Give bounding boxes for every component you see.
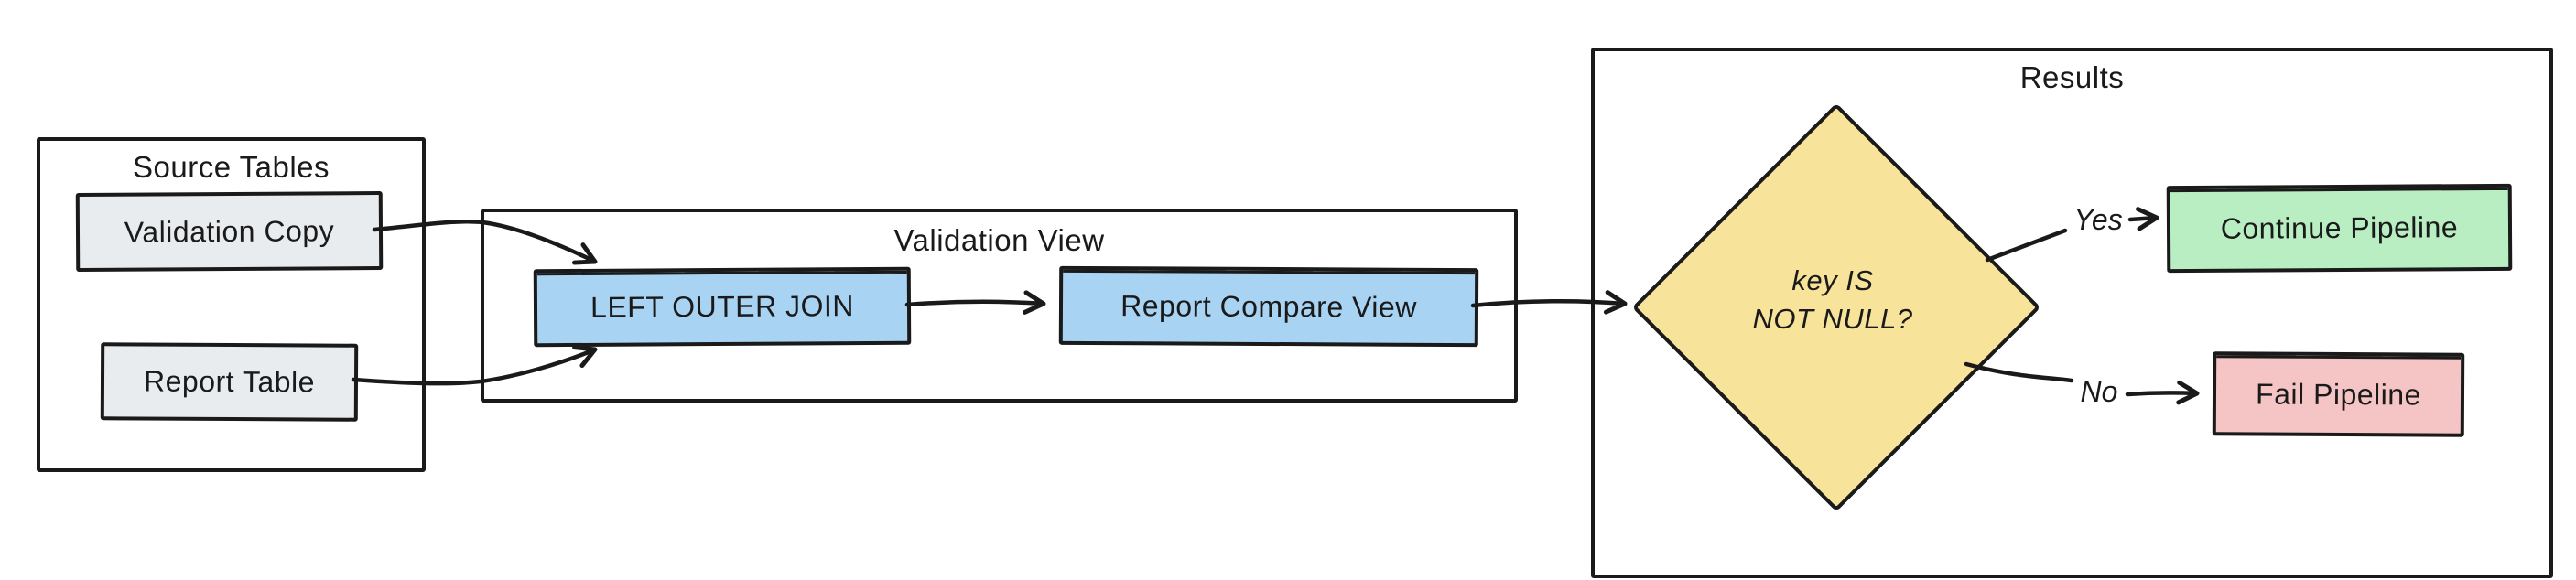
node-report-table-label: Report Table bbox=[143, 364, 316, 399]
node-decision-label: key IS NOT NULL? bbox=[1695, 262, 1970, 338]
node-validation-copy: Validation Copy bbox=[75, 190, 384, 273]
node-validation-copy-label: Validation Copy bbox=[124, 213, 335, 249]
group-source-tables: Source Tables bbox=[37, 137, 426, 472]
edge-label-no: No bbox=[2080, 375, 2118, 408]
node-fail-pipeline: Fail Pipeline bbox=[2212, 351, 2465, 437]
node-left-outer-join: LEFT OUTER JOIN bbox=[533, 266, 912, 348]
edge-label-yes: Yes bbox=[2073, 203, 2123, 236]
node-decision-label-line1: key IS bbox=[1791, 264, 1874, 296]
node-left-outer-join-label: LEFT OUTER JOIN bbox=[590, 289, 855, 324]
group-title-results: Results bbox=[2019, 60, 2125, 94]
group-validation-view: Validation View bbox=[481, 209, 1518, 403]
node-report-compare-view-label: Report Compare View bbox=[1120, 288, 1417, 324]
group-results: Results bbox=[1591, 48, 2553, 578]
group-title-source-tables: Source Tables bbox=[132, 150, 330, 184]
group-title-validation-view: Validation View bbox=[893, 223, 1105, 257]
node-continue-pipeline: Continue Pipeline bbox=[2166, 183, 2513, 274]
node-report-table: Report Table bbox=[100, 342, 359, 422]
node-continue-pipeline-label: Continue Pipeline bbox=[2220, 210, 2459, 245]
node-decision-label-line2: NOT NULL? bbox=[1752, 303, 1913, 335]
node-report-compare-view: Report Compare View bbox=[1058, 265, 1479, 348]
node-fail-pipeline-label: Fail Pipeline bbox=[2256, 377, 2422, 411]
